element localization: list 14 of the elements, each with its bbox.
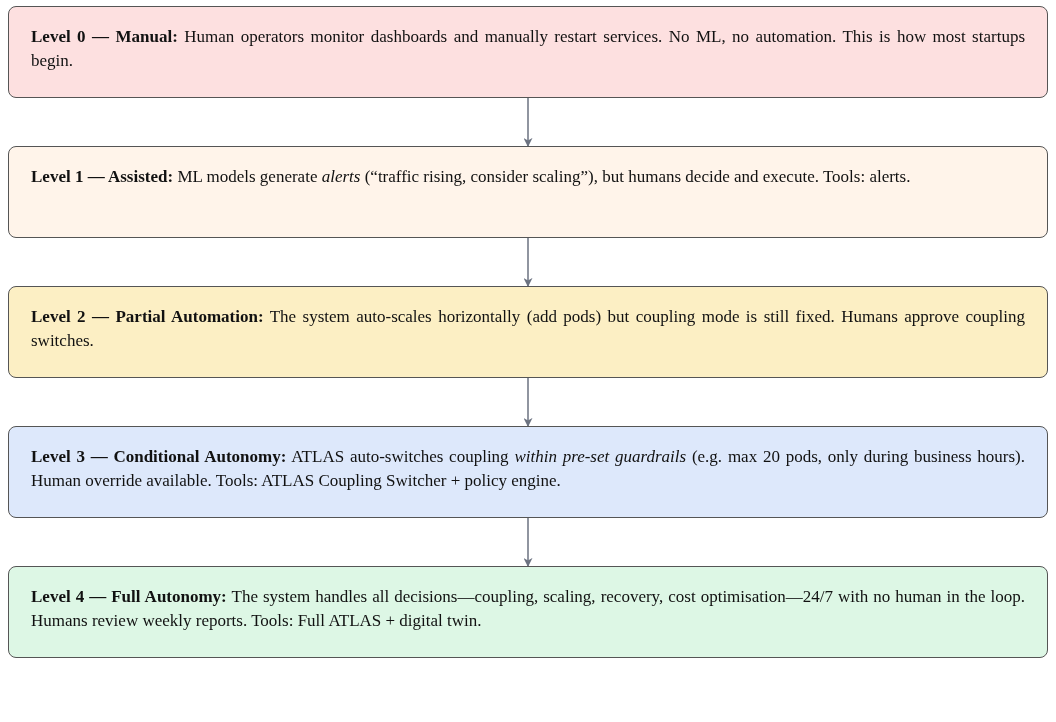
level-box [8, 6, 1048, 98]
level-description: Level 1 — Assisted: ML models generate alerts (“traffic rising, consider scaling”), but humans decide and execute. Tools: alerts. [31, 166, 912, 188]
level-box [8, 426, 1048, 518]
arrow [523, 377, 533, 427]
level-description: Level 2 — Partial Automation: The system auto-scales horizontally (add pods) but coupling mode is still fixed. Humans approve coupling switches. [31, 306, 1025, 352]
level-description: Level 3 — Conditional Autonomy: ATLAS auto-switches coupling within pre-set guardrails (e.g. max 20 pods, only during business hours). Human override available. Tools: ATLAS Coupling Switcher + policy engine. [31, 446, 1025, 492]
level-box [8, 286, 1048, 378]
level-description: Level 0 — Manual: Human operators monitor dashboards and manually restart services. No ML, no automation. This is how most startups begin. [31, 26, 1025, 72]
arrow [523, 517, 533, 567]
arrow [523, 97, 533, 147]
arrow [523, 237, 533, 287]
level-description: Level 4 — Full Autonomy: The system handles all decisions—coupling, scaling, recovery, cost optimisation—24/7 with no human in the loop. Humans review weekly reports. Tools: Full ATLAS + digital twin. [31, 586, 1025, 632]
level-box [8, 146, 1048, 238]
level-box [8, 566, 1048, 658]
